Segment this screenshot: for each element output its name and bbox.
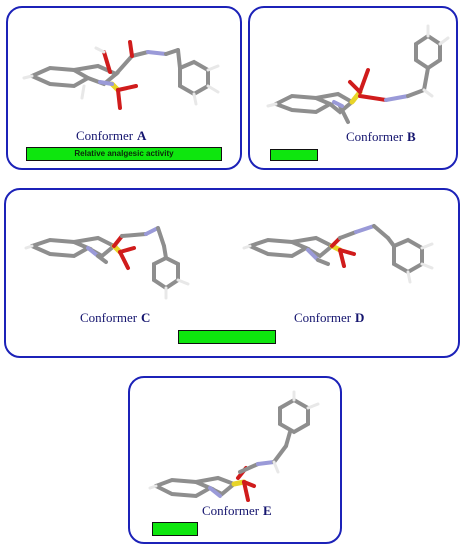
caption-letter: B [407, 129, 416, 144]
molecule-conformer-e [148, 390, 320, 502]
caption-letter: E [263, 503, 272, 518]
caption-prefix: Conformer [80, 310, 138, 325]
activity-legend-label: Relative analgesic activity [74, 149, 174, 158]
caption-prefix: Conformer [346, 129, 404, 144]
caption-prefix: Conformer [294, 310, 352, 325]
molecule-conformer-b [266, 24, 450, 124]
molecule-conformer-a [22, 40, 220, 110]
caption-letter: C [141, 310, 151, 325]
activity-bar-b [270, 149, 318, 161]
caption-letter: A [137, 128, 147, 143]
caption-letter: D [355, 310, 365, 325]
activity-bar-a: Relative analgesic activity [26, 147, 222, 161]
molecule-conformer-c [24, 226, 190, 300]
caption-prefix: Conformer [76, 128, 134, 143]
activity-bar-e [152, 522, 198, 536]
caption-prefix: Conformer [202, 503, 260, 518]
activity-bar-c-d [178, 330, 276, 344]
molecule-conformer-d [242, 224, 434, 284]
